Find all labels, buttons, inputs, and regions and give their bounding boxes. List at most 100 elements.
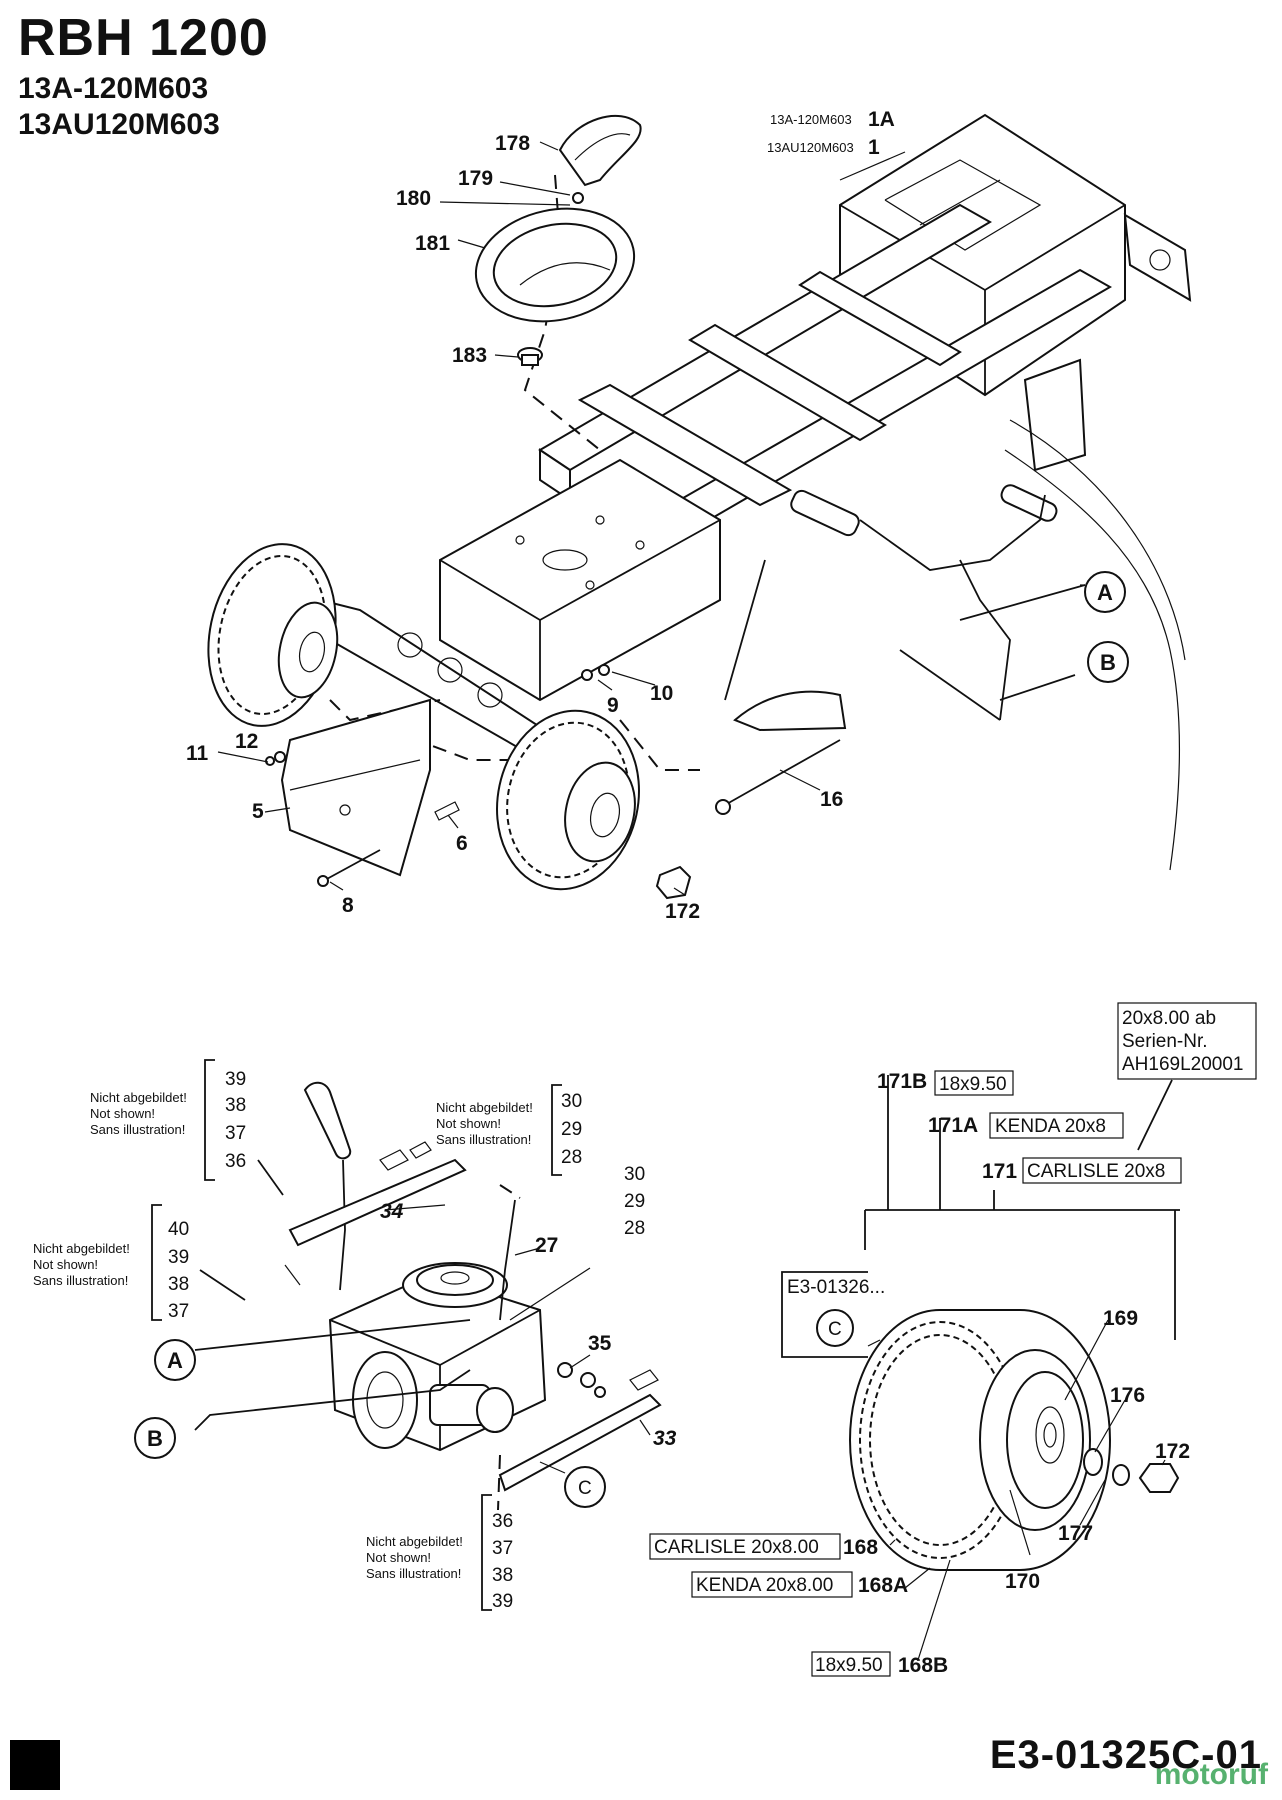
steering-assembly — [474, 115, 642, 366]
g1-38: 38 — [225, 1095, 246, 1116]
note-4-fr: Sans illustration! — [366, 1566, 461, 1581]
g3-38: 38 — [168, 1274, 189, 1295]
transmission-assembly — [194, 1081, 662, 1511]
callout-170: 170 — [1005, 1570, 1040, 1593]
variant-code-a: 1A — [868, 108, 895, 131]
part-168a: 168A — [858, 1574, 908, 1597]
callout-6: 6 — [456, 832, 468, 855]
note-3-de: Nicht abgebildet! — [33, 1241, 130, 1256]
top-leader-lines — [217, 141, 1085, 896]
spec-171b: 18x9.50 — [939, 1074, 1007, 1095]
marker-b: B — [1100, 650, 1116, 675]
callout-172-bottom: 172 — [1155, 1440, 1190, 1463]
note-1-de: Nicht abgebildet! — [90, 1090, 187, 1105]
note-size-line2: Serien-Nr. — [1122, 1031, 1208, 1052]
g1-39: 39 — [225, 1069, 246, 1090]
top-callouts: 178 179 180 181 183 12 11 5 8 6 9 10 16 … — [186, 132, 1129, 923]
callout-34: 34 — [380, 1200, 404, 1223]
marker-a-bottom: A — [167, 1348, 183, 1373]
part-171a: 171A — [928, 1114, 978, 1137]
spec-168b: 18x9.50 — [815, 1655, 883, 1676]
watermark: motoruf — [1154, 1758, 1268, 1791]
callout-183: 183 — [452, 344, 487, 367]
marker-c-circle — [564, 1466, 606, 1508]
callout-16: 16 — [820, 788, 843, 811]
g3-40: 40 — [168, 1219, 189, 1240]
callout-11: 11 — [186, 742, 209, 765]
g2-29: 29 — [561, 1119, 582, 1140]
callout-180: 180 — [396, 187, 431, 210]
callout-5: 5 — [252, 800, 264, 823]
g3-37: 37 — [168, 1301, 189, 1322]
part-171: 171 — [982, 1160, 1017, 1183]
marker-c-ref: C — [828, 1319, 842, 1340]
variant-model-b: 13AU120M603 — [767, 140, 854, 155]
g4-38: 38 — [492, 1565, 513, 1586]
marker-a-circle — [1084, 571, 1126, 613]
note-2-fr: Sans illustration! — [436, 1132, 531, 1147]
part-168: 168 — [843, 1536, 878, 1559]
callout-179: 179 — [458, 167, 493, 190]
callout-12: 12 — [235, 730, 258, 753]
note-2-en: Not shown! — [436, 1116, 501, 1131]
note-3-fr: Sans illustration! — [33, 1273, 128, 1288]
callout-176: 176 — [1110, 1384, 1145, 1407]
spec-171: CARLISLE 20x8 — [1027, 1161, 1165, 1182]
free-30: 30 — [624, 1164, 645, 1185]
group-numbers: 39 38 37 36 30 29 28 40 39 38 37 36 37 3… — [168, 1069, 645, 1612]
chassis-frame — [318, 113, 1192, 771]
note-4-de: Nicht abgebildet! — [366, 1534, 463, 1549]
diagram-title: RBH 1200 — [18, 9, 269, 67]
callout-178: 178 — [495, 132, 530, 155]
spec-171a: KENDA 20x8 — [995, 1116, 1106, 1137]
drawing-code: E3-01325C-01 — [989, 1733, 1262, 1777]
callout-177: 177 — [1058, 1522, 1093, 1545]
rear-wheel-assembly — [781, 1075, 1180, 1661]
note-3-en: Not shown! — [33, 1257, 98, 1272]
pedal-linkage — [655, 419, 1186, 900]
part-171b: 171B — [877, 1070, 927, 1093]
callout-27: 27 — [535, 1234, 558, 1257]
callout-181: 181 — [415, 232, 450, 255]
marker-b-bottom: B — [147, 1426, 163, 1451]
callout-169: 169 — [1103, 1307, 1138, 1330]
g2-30: 30 — [561, 1091, 582, 1112]
variant-model-a: 13A-120M603 — [770, 112, 852, 127]
axle-bracket — [265, 664, 610, 887]
variant-labels: 13A-120M603 1A 13AU120M603 1 — [767, 108, 895, 159]
variant-code-b: 1 — [868, 136, 880, 159]
model-number-a: 13A-120M603 — [18, 72, 209, 105]
free-29: 29 — [624, 1191, 645, 1212]
g1-37: 37 — [225, 1123, 246, 1144]
note-1-fr: Sans illustration! — [90, 1122, 185, 1137]
callout-9: 9 — [607, 694, 619, 717]
marker-b2-circle — [134, 1417, 176, 1459]
g3-39: 39 — [168, 1247, 189, 1268]
not-shown-notes: Nicht abgebildet! Not shown! Sans illust… — [33, 1090, 533, 1581]
marker-c2-circle — [816, 1309, 854, 1347]
marker-c-bottom: C — [578, 1478, 592, 1499]
tire-specs: 171B 18x9.50 171A KENDA 20x8 171 CARLISL… — [649, 1002, 1257, 1677]
free-28: 28 — [624, 1218, 645, 1239]
spec-168: CARLISLE 20x8.00 — [654, 1537, 819, 1558]
part-168b: 168B — [898, 1654, 948, 1677]
marker-a: A — [1097, 580, 1113, 605]
note-4-en: Not shown! — [366, 1550, 431, 1565]
group-brackets — [151, 1059, 562, 1611]
g4-37: 37 — [492, 1538, 513, 1559]
note-2-de: Nicht abgebildet! — [436, 1100, 533, 1115]
g4-36: 36 — [492, 1511, 513, 1532]
note-size-line1: 20x8.00 ab — [1122, 1008, 1216, 1029]
g1-36: 36 — [225, 1151, 246, 1172]
callout-8: 8 — [342, 894, 354, 917]
spec-168a: KENDA 20x8.00 — [696, 1575, 833, 1596]
marker-b-circle — [1087, 641, 1129, 683]
front-wheels — [207, 543, 640, 891]
note-1-en: Not shown! — [90, 1106, 155, 1121]
transmission-callouts: 34 27 35 33 A B C — [134, 1200, 677, 1508]
callout-33: 33 — [653, 1427, 677, 1450]
note-size-line3: AH169L20001 — [1122, 1054, 1244, 1075]
marker-a2-circle — [154, 1339, 196, 1381]
callout-10: 10 — [650, 682, 673, 705]
